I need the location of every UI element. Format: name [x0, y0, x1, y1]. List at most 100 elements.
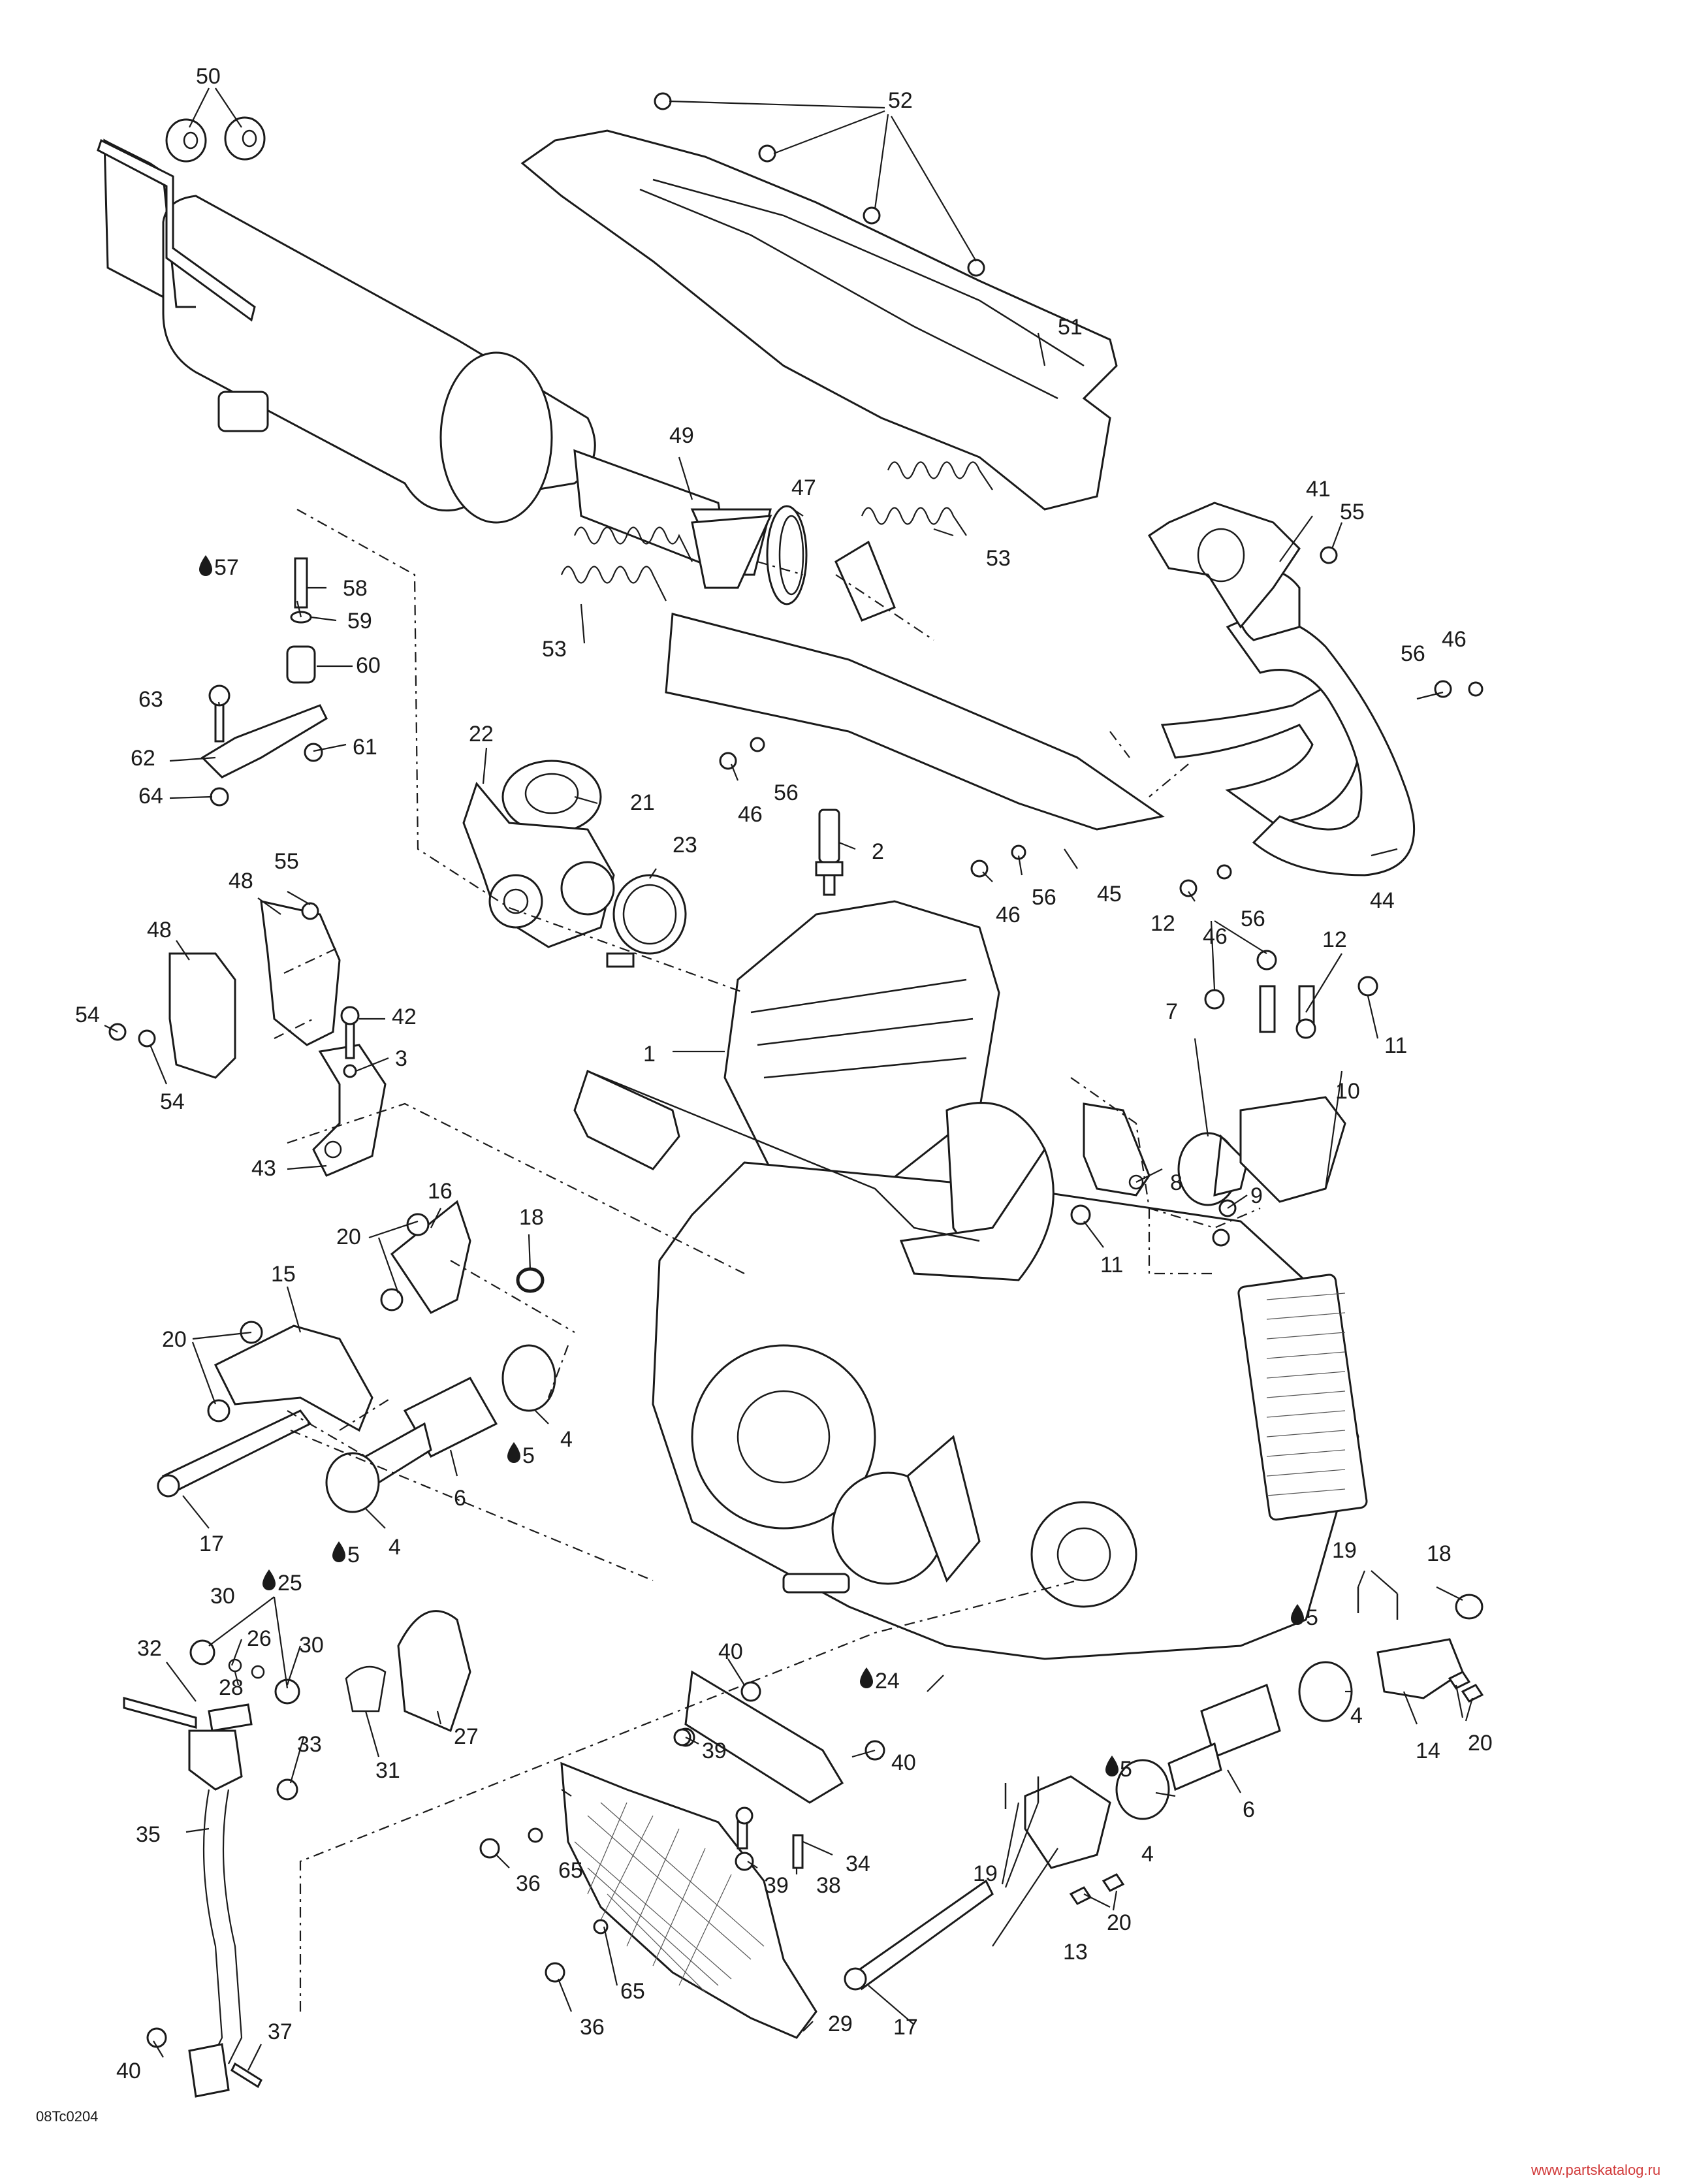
- callout-43: 43: [251, 1156, 276, 1181]
- callout-53b: 53: [542, 637, 567, 662]
- callout-48b: 48: [147, 918, 172, 942]
- callout-46a: 46: [1442, 627, 1467, 652]
- callout-54a: 54: [75, 1003, 100, 1027]
- callout-5c: 5: [1120, 1757, 1132, 1782]
- callout-32: 32: [137, 1636, 162, 1661]
- drawing-code: 08Tc0204: [36, 2108, 98, 2125]
- callout-7: 7: [1166, 999, 1178, 1024]
- left-rear-mount: [157, 1200, 556, 1513]
- callout-47: 47: [791, 475, 816, 500]
- exhaust-gasket: [1147, 502, 1301, 629]
- carburetor: [462, 760, 615, 948]
- callout-20a: 20: [336, 1225, 361, 1249]
- callout-26: 26: [247, 1626, 272, 1651]
- drop-icon: [1291, 1604, 1304, 1625]
- callout-65b: 65: [620, 1979, 645, 2004]
- callout-25: 25: [278, 1571, 302, 1596]
- callout-5d: 5: [1306, 1605, 1318, 1630]
- exhaust-pipe: [665, 569, 1416, 876]
- callout-16: 16: [428, 1179, 452, 1204]
- callout-46b: 46: [738, 802, 763, 827]
- callout-36a: 36: [516, 1871, 541, 1896]
- callout-28: 28: [219, 1675, 244, 1700]
- callout-46c: 46: [996, 903, 1021, 927]
- callout-54b: 54: [160, 1089, 185, 1114]
- engine-guard: [560, 1670, 844, 2039]
- callout-19a: 19: [973, 1861, 998, 1886]
- callout-56c: 56: [1032, 885, 1056, 910]
- callout-17b: 17: [893, 2015, 918, 2040]
- callout-55b: 55: [274, 849, 299, 874]
- callout-23: 23: [673, 833, 697, 858]
- callout-30b: 30: [299, 1633, 324, 1658]
- engine-assembly: [573, 900, 1368, 1660]
- callout-4b: 4: [389, 1535, 401, 1560]
- callout-8: 8: [1170, 1170, 1182, 1195]
- callout-42: 42: [392, 1004, 417, 1029]
- callout-17a: 17: [199, 1532, 224, 1556]
- callout-33: 33: [297, 1732, 322, 1757]
- callout-5a: 5: [522, 1443, 535, 1468]
- drop-icon: [332, 1541, 345, 1562]
- callout-5b: 5: [347, 1543, 360, 1567]
- callout-29: 29: [828, 2012, 853, 2036]
- callout-13: 13: [1063, 1940, 1088, 1965]
- drop-icon: [262, 1569, 276, 1590]
- engine-mount-right: [1083, 985, 1346, 1206]
- callout-39a: 39: [702, 1739, 727, 1763]
- exhaust-springs: [560, 461, 993, 602]
- callout-35: 35: [136, 1822, 161, 1847]
- exhaust-ring: [691, 505, 896, 622]
- alignment-lines: [274, 509, 1261, 2012]
- lubricant-icons: [199, 555, 1304, 1776]
- callout-11b: 11: [1100, 1253, 1123, 1277]
- callout-56b: 56: [774, 780, 799, 805]
- callout-31: 31: [375, 1758, 400, 1783]
- callout-62: 62: [131, 746, 155, 771]
- drop-icon: [860, 1667, 873, 1688]
- callout-56a: 56: [1401, 641, 1425, 666]
- callout-20b: 20: [162, 1327, 187, 1352]
- callout-41: 41: [1306, 477, 1331, 502]
- callout-10: 10: [1335, 1079, 1360, 1104]
- callout-46d: 46: [1203, 924, 1228, 949]
- callout-49: 49: [669, 423, 694, 448]
- callout-3: 3: [395, 1046, 407, 1071]
- callout-44: 44: [1370, 888, 1395, 913]
- right-rear-mount: [844, 1587, 1484, 1991]
- callout-6b: 6: [1243, 1797, 1255, 1822]
- heat-shield-upper: [520, 129, 1118, 511]
- callout-4d: 4: [1350, 1703, 1363, 1728]
- callout-4c: 4: [1141, 1842, 1154, 1867]
- callout-1: 1: [643, 1042, 656, 1067]
- spark-plug: [815, 809, 844, 896]
- callout-34: 34: [846, 1852, 870, 1876]
- callout-21: 21: [630, 790, 655, 815]
- mount-brackets: [168, 900, 387, 1177]
- callout-45: 45: [1097, 882, 1122, 907]
- callout-65a: 65: [558, 1858, 583, 1883]
- callout-20c: 20: [1107, 1910, 1132, 1935]
- callout-40a: 40: [116, 2059, 141, 2083]
- callout-40c: 40: [891, 1750, 916, 1775]
- callout-51: 51: [1058, 315, 1083, 340]
- callout-18a: 18: [519, 1205, 544, 1230]
- callout-14: 14: [1416, 1739, 1440, 1763]
- callout-64: 64: [138, 784, 163, 809]
- callout-labels: 50 52 51 49 47 53 53 41 55 56 46 56 46 2…: [75, 64, 1493, 2083]
- callout-60: 60: [356, 653, 381, 678]
- callout-57: 57: [214, 555, 239, 580]
- callout-38: 38: [816, 1873, 841, 1898]
- callout-30a: 30: [210, 1584, 235, 1609]
- callout-4a: 4: [560, 1427, 573, 1452]
- callout-37: 37: [268, 2019, 293, 2044]
- callout-15: 15: [271, 1262, 296, 1287]
- callout-20d: 20: [1468, 1731, 1493, 1756]
- callout-48a: 48: [229, 869, 253, 893]
- callout-39b: 39: [764, 1873, 789, 1898]
- lower-left-hardware: [123, 1610, 471, 2098]
- callout-52: 52: [888, 88, 913, 113]
- callout-12a: 12: [1150, 911, 1175, 936]
- left-mount-hardware: [200, 557, 328, 807]
